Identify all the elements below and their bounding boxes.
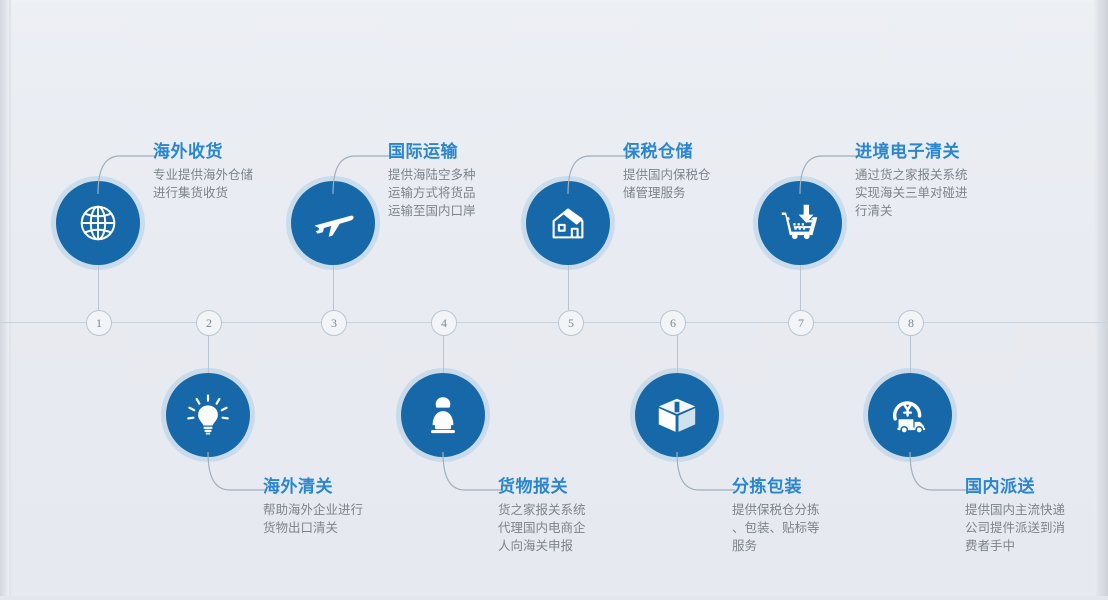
callout-text-6: 分拣包装 提供保税仓分拣、包装、贴标等服务 (732, 477, 867, 555)
step-marker-1[interactable]: 1 (86, 310, 112, 336)
step-marker-label: 3 (331, 315, 337, 330)
stem-5 (568, 265, 569, 310)
globe-icon (75, 200, 121, 246)
callout-text-2: 海外清关 帮助海外企业进行货物出口清关 (263, 477, 398, 537)
callout-text-4: 货物报关 货之家报关系统代理国内电商企人向海关申报 (498, 477, 633, 555)
stem-4 (443, 334, 444, 373)
step-title-4: 货物报关 (498, 477, 568, 496)
callout-connector-4 (442, 451, 501, 491)
step-marker-label: 5 (568, 315, 574, 330)
callout-connector-1 (97, 155, 156, 195)
callout-text-1: 海外收货 专业提供海外仓储进行集货收货 (153, 142, 288, 202)
stem-1 (98, 265, 99, 310)
canvas-top-edge (0, 0, 1108, 3)
canvas-bottom-edge (0, 596, 1108, 600)
warehouse-house-icon (545, 200, 591, 246)
step-marker-4[interactable]: 4 (431, 310, 457, 336)
timeline-axis (0, 322, 1108, 323)
delivery-truck-icon (887, 392, 933, 438)
shopping-cart-download-icon (777, 200, 823, 246)
step-node-7[interactable] (758, 181, 842, 265)
step-node-1[interactable] (56, 181, 140, 265)
step-desc-7: 通过货之家报关系统实现海关三单对碰进行清关 (855, 167, 968, 218)
step-node-3[interactable] (291, 181, 375, 265)
step-desc-5: 提供国内保税仓储管理服务 (623, 167, 711, 200)
callout-connector-8 (909, 451, 968, 491)
step-node-6[interactable] (635, 373, 719, 457)
step-desc-2: 帮助海外企业进行货物出口清关 (263, 502, 364, 535)
step-marker-7[interactable]: 7 (788, 310, 814, 336)
callout-text-8: 国内派送 提供国内主流快递公司提件派送到消费者手中 (965, 477, 1100, 555)
step-marker-label: 2 (206, 315, 212, 330)
step-desc-4: 货之家报关系统代理国内电商企人向海关申报 (498, 502, 586, 553)
step-marker-label: 8 (908, 315, 914, 330)
step-title-6: 分拣包装 (732, 477, 802, 496)
callout-connector-5 (567, 155, 626, 195)
canvas-left-edge (0, 0, 9, 600)
step-title-8: 国内派送 (965, 477, 1035, 496)
open-box-icon (654, 392, 700, 438)
callout-text-7: 进境电子清关 通过货之家报关系统实现海关三单对碰进行清关 (855, 142, 995, 220)
step-title-2: 海外清关 (263, 477, 333, 496)
stem-6 (677, 334, 678, 373)
step-marker-2[interactable]: 2 (196, 310, 222, 336)
step-marker-label: 1 (96, 315, 102, 330)
canvas-left-inner-line (9, 0, 11, 600)
step-node-4[interactable] (401, 373, 485, 457)
stem-8 (910, 334, 911, 373)
step-title-1: 海外收货 (153, 142, 223, 161)
step-desc-6: 提供保税仓分拣、包装、贴标等服务 (732, 502, 820, 553)
step-marker-label: 6 (670, 315, 676, 330)
step-title-3: 国际运输 (388, 142, 458, 161)
step-desc-1: 专业提供海外仓储进行集货收货 (153, 167, 254, 200)
step-marker-3[interactable]: 3 (321, 310, 347, 336)
callout-connector-2 (207, 451, 266, 491)
step-marker-5[interactable]: 5 (558, 310, 584, 336)
step-desc-3: 提供海陆空多种运输方式将货品运输至国内口岸 (388, 167, 476, 218)
person-laptop-icon (420, 392, 466, 438)
step-marker-8[interactable]: 8 (898, 310, 924, 336)
step-title-5: 保税仓储 (623, 142, 693, 161)
step-node-2[interactable] (166, 373, 250, 457)
stem-3 (333, 265, 334, 310)
callout-text-5: 保税仓储 提供国内保税仓储管理服务 (623, 142, 758, 202)
callout-text-3: 国际运输 提供海陆空多种运输方式将货品运输至国内口岸 (388, 142, 523, 220)
step-marker-label: 4 (441, 315, 447, 330)
step-desc-8: 提供国内主流快递公司提件派送到消费者手中 (965, 502, 1066, 553)
callout-connector-6 (676, 451, 735, 491)
airplane-icon (310, 200, 356, 246)
step-node-8[interactable] (868, 373, 952, 457)
step-title-7: 进境电子清关 (855, 142, 960, 161)
stem-2 (208, 334, 209, 373)
callout-connector-7 (799, 155, 858, 195)
step-marker-label: 7 (798, 315, 804, 330)
lightbulb-icon (185, 392, 231, 438)
stem-7 (800, 265, 801, 310)
callout-connector-3 (332, 155, 391, 195)
step-marker-6[interactable]: 6 (660, 310, 686, 336)
step-node-5[interactable] (526, 181, 610, 265)
